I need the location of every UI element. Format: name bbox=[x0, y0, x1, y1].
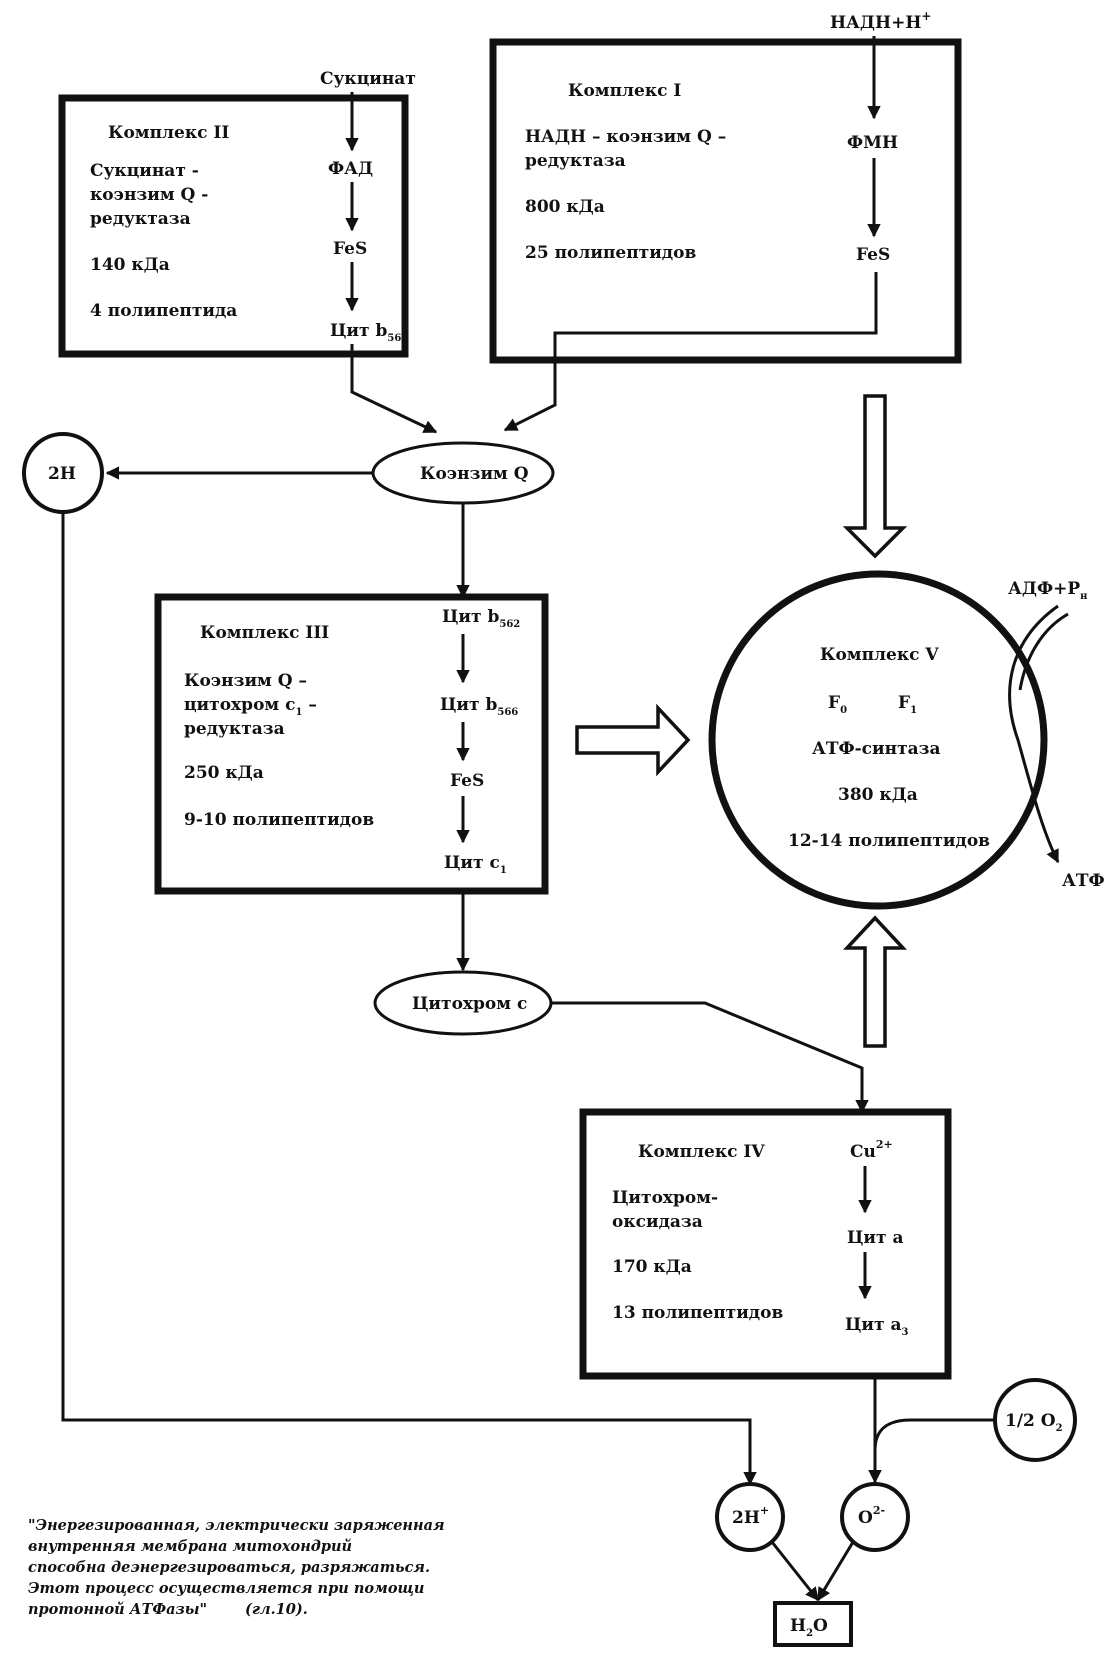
complex-1-fes: FeS bbox=[856, 245, 890, 265]
complex-4-title: Комплекс IV bbox=[638, 1142, 765, 1162]
complex-1-name-line2: редуктаза bbox=[525, 151, 626, 171]
arrow-proton-to-water bbox=[770, 1541, 820, 1602]
complex-2-polypeptides: 4 полипептида bbox=[90, 301, 237, 321]
proton-circle bbox=[715, 1482, 785, 1552]
complex-5-mass: 380 кДа bbox=[838, 785, 918, 805]
footnote-reference: (гл.10). bbox=[245, 1601, 308, 1618]
complex-2-name-line2: коэнзим Q - bbox=[90, 185, 208, 205]
oxide-label: O2- bbox=[858, 1504, 885, 1528]
complex-3-name-line2: цитохром c1 – bbox=[184, 695, 317, 718]
complex-2-fad: ФАД bbox=[328, 159, 373, 179]
complex-5: Комплекс V F0 F1 АТФ-синтаза 380 кДа 12-… bbox=[708, 570, 1105, 910]
complex-3-cyt-b562: Цит b562 bbox=[442, 607, 520, 630]
arrow-oxide-to-water bbox=[816, 1541, 855, 1602]
complex-1-fmn: ФМН bbox=[847, 133, 898, 153]
cytochrome-c-label: Цитохром c bbox=[412, 994, 527, 1014]
complex-2-name-line1: Сукцинат - bbox=[90, 161, 199, 181]
complex-5-f0: F0 bbox=[828, 693, 847, 716]
complex-3-polypeptides: 9-10 полипептидов bbox=[184, 810, 374, 830]
complex-4-cyt-a: Цит a bbox=[847, 1228, 904, 1248]
connector-oxygen-to-oxide bbox=[868, 1418, 995, 1484]
adp-label: АДФ+Рн bbox=[1008, 579, 1087, 602]
complex-5-name: АТФ-синтаза bbox=[812, 739, 941, 759]
connector-2h-to-proton bbox=[61, 512, 757, 1486]
complex-4-polypeptides: 13 полипептидов bbox=[612, 1303, 783, 1323]
complex-2-cyt-b: Цит b566 bbox=[330, 321, 408, 344]
adp-curve-outer bbox=[1018, 612, 1069, 691]
footnote-line4: Этот процесс осуществляется при помощи bbox=[28, 1580, 424, 1597]
complex-3-cyt-c1: Цит c1 bbox=[444, 853, 507, 876]
complex-3-box bbox=[154, 593, 549, 895]
arrow-adp-to-atp bbox=[1008, 604, 1060, 864]
connector-complex2-coenzyme-q bbox=[350, 344, 438, 434]
complex-5-title: Комплекс V bbox=[820, 645, 939, 665]
atp-label: АТФ bbox=[1062, 871, 1105, 891]
hollow-arrow-complex1-to-complex5 bbox=[842, 394, 908, 559]
complex-2: Комплекс II Сукцинат - коэнзим Q - редук… bbox=[58, 69, 416, 358]
complex-1-polypeptides: 25 полипептидов bbox=[525, 243, 696, 263]
footnote-line3: способна деэнергезироваться, разряжаться… bbox=[28, 1559, 430, 1576]
complex-4-cu: Cu2+ bbox=[850, 1138, 893, 1162]
footnote: "Энергезированная, электрически заряженн… bbox=[28, 1517, 445, 1618]
complex-1-title: Комплекс I bbox=[568, 81, 681, 101]
oxide-circle bbox=[840, 1482, 910, 1552]
oxygen-label: 1/2 O2 bbox=[1005, 1411, 1063, 1434]
connector-complex1-coenzyme-q bbox=[503, 272, 878, 432]
complex-3-name-line1: Коэнзим Q – bbox=[184, 671, 307, 691]
cytochrome-c-ellipse bbox=[373, 970, 553, 1036]
complex-3-mass: 250 кДа bbox=[184, 763, 264, 783]
complex-3-fes: FeS bbox=[450, 771, 484, 791]
complex-5-polypeptides: 12-14 полипептидов bbox=[788, 831, 990, 851]
footnote-line1: "Энергезированная, электрически заряженн… bbox=[28, 1517, 445, 1534]
complex-2-title: Комплекс II bbox=[108, 123, 229, 143]
complex-3-title: Комплекс III bbox=[200, 623, 329, 643]
hollow-arrow-complex3-to-complex5 bbox=[575, 703, 691, 777]
complex-3-name-line3: редуктаза bbox=[184, 719, 285, 739]
hydrogen-left-label: 2H bbox=[48, 464, 76, 484]
complex-4-name-line2: оксидаза bbox=[612, 1212, 703, 1232]
complex-4-mass: 170 кДа bbox=[612, 1257, 692, 1277]
proton-label: 2H+ bbox=[732, 1504, 769, 1528]
complex-4: Комплекс IV Цитохром- оксидаза 170 кДа 1… bbox=[579, 1108, 952, 1380]
complex-2-fes: FeS bbox=[333, 239, 367, 259]
complex-1-mass: 800 кДа bbox=[525, 197, 605, 217]
complex-3: Комплекс III Коэнзим Q – цитохром c1 – р… bbox=[154, 593, 549, 895]
complex-2-mass: 140 кДа bbox=[90, 255, 170, 275]
water-box bbox=[773, 1601, 853, 1647]
complex-4-box bbox=[579, 1108, 952, 1380]
complex-4-name-line1: Цитохром- bbox=[612, 1188, 718, 1208]
complex-5-f1: F1 bbox=[898, 693, 917, 716]
complex-5-circle bbox=[708, 570, 1048, 910]
hollow-arrow-complex4-to-complex5 bbox=[842, 915, 908, 1048]
complex-1-name-line1: НАДН – коэнзим Q – bbox=[525, 127, 726, 147]
complex-2-name-line3: редуктаза bbox=[90, 209, 191, 229]
water-label: H2O bbox=[790, 1616, 828, 1639]
footnote-line2: внутренняя мембрана митохондрий bbox=[28, 1538, 352, 1555]
complex-1-box bbox=[489, 38, 962, 364]
succinate-label: Сукцинат bbox=[320, 69, 416, 89]
nadh-label: НАДН+Н+ bbox=[830, 9, 931, 33]
complex-4-cyt-a3: Цит a3 bbox=[845, 1315, 909, 1338]
complex-3-cyt-b566: Цит b566 bbox=[440, 695, 518, 718]
connector-cytochrome-c-complex4 bbox=[552, 1001, 869, 1114]
coenzyme-q-label: Коэнзим Q bbox=[420, 464, 529, 484]
footnote-line5: протонной АТФазы" bbox=[28, 1601, 207, 1618]
complex-1: Комплекс I НАДН – коэнзим Q – редуктаза … bbox=[489, 9, 962, 432]
